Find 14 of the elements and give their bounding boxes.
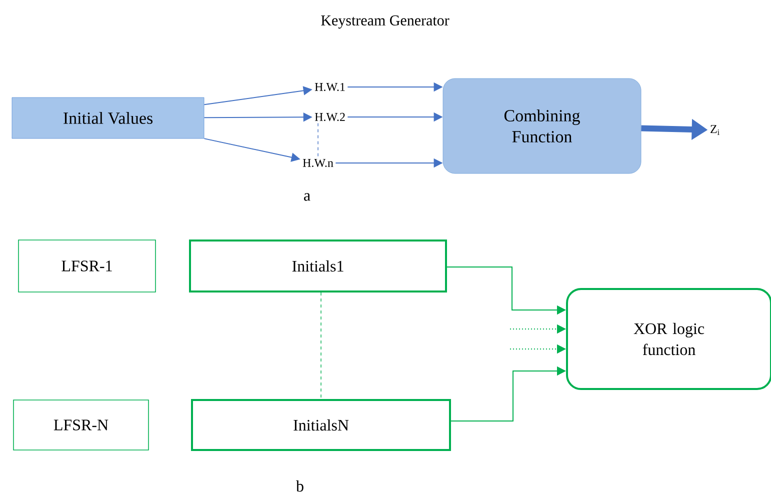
process-box: Combining Function (442, 78, 642, 174)
process-box: Initial Values (12, 97, 204, 139)
panel-label: b (296, 480, 304, 492)
node-label: H.W.1 (314, 82, 345, 92)
process-box: Initials1 (189, 240, 447, 292)
process-box: LFSR-1 (18, 240, 156, 292)
process-box: LFSR-N (13, 400, 149, 450)
node-label: H.W.n (302, 158, 334, 168)
node-label: H.W.2 (314, 112, 345, 122)
output-label: Z$_{i}$ (710, 125, 720, 135)
process-box: InitialsN (191, 399, 451, 451)
panel-label: a (304, 193, 310, 201)
title: Keystream Generator (321, 15, 450, 29)
process-box: XOR logic function (566, 288, 771, 390)
